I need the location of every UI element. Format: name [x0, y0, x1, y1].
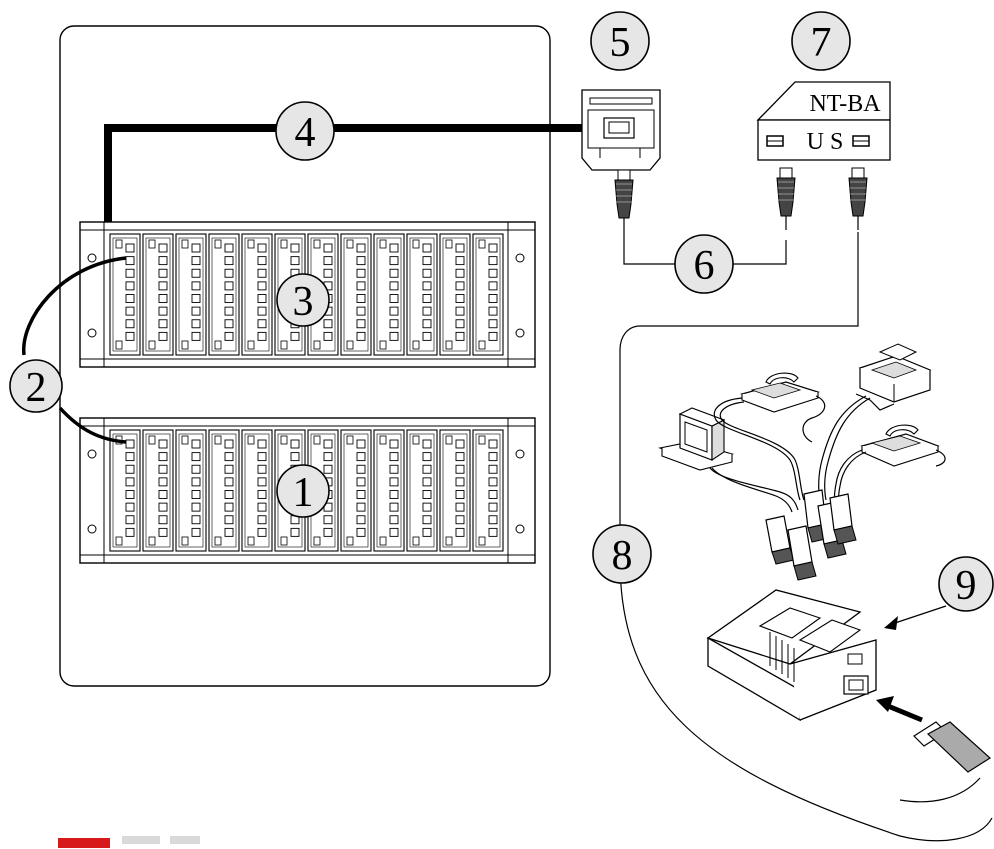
plug-cluster-icon	[766, 490, 856, 580]
callout-4: 4	[276, 102, 334, 160]
callout-5: 5	[591, 12, 649, 70]
cable-8-lower	[900, 778, 980, 802]
callout-7-label: 7	[811, 20, 832, 66]
network-plug-icon	[914, 722, 990, 772]
arrow-insert-plug-icon	[888, 706, 922, 720]
ntba-port-right-icon	[853, 136, 869, 146]
arrow-to-adapter-9-icon	[892, 606, 946, 624]
plug-ntba-right-icon	[849, 168, 867, 230]
fax-icon	[819, 344, 930, 500]
plug-socket-5-icon	[615, 170, 633, 232]
callout-8-label: 8	[612, 533, 633, 579]
callout-4-label: 4	[295, 110, 316, 156]
ntba-title: NT-BA	[809, 91, 881, 117]
callout-2: 2	[10, 360, 62, 412]
callout-9: 9	[939, 557, 993, 611]
plug-ntba-left-icon	[777, 168, 795, 230]
wall-socket-5	[582, 90, 660, 170]
isdn-adapter-9	[708, 590, 876, 720]
callout-8: 8	[593, 525, 651, 583]
callout-3-label: 3	[293, 279, 314, 325]
callout-2-label: 2	[26, 365, 47, 411]
callout-6: 6	[675, 235, 733, 293]
callout-1: 1	[277, 465, 329, 517]
callout-6-label: 6	[694, 243, 715, 289]
logo-red-bar	[58, 838, 110, 848]
ntba-port-label: U S	[807, 129, 844, 155]
telephone-2-icon	[835, 425, 946, 510]
ntba-device-7: NT-BA U S	[758, 82, 890, 160]
callout-7: 7	[792, 12, 850, 70]
callout-5-label: 5	[610, 20, 631, 66]
callout-1-label: 1	[293, 470, 314, 516]
callout-9-label: 9	[956, 563, 977, 609]
callout-3: 3	[277, 274, 329, 326]
ntba-port-left-icon	[767, 136, 783, 146]
computer-icon	[660, 408, 798, 512]
